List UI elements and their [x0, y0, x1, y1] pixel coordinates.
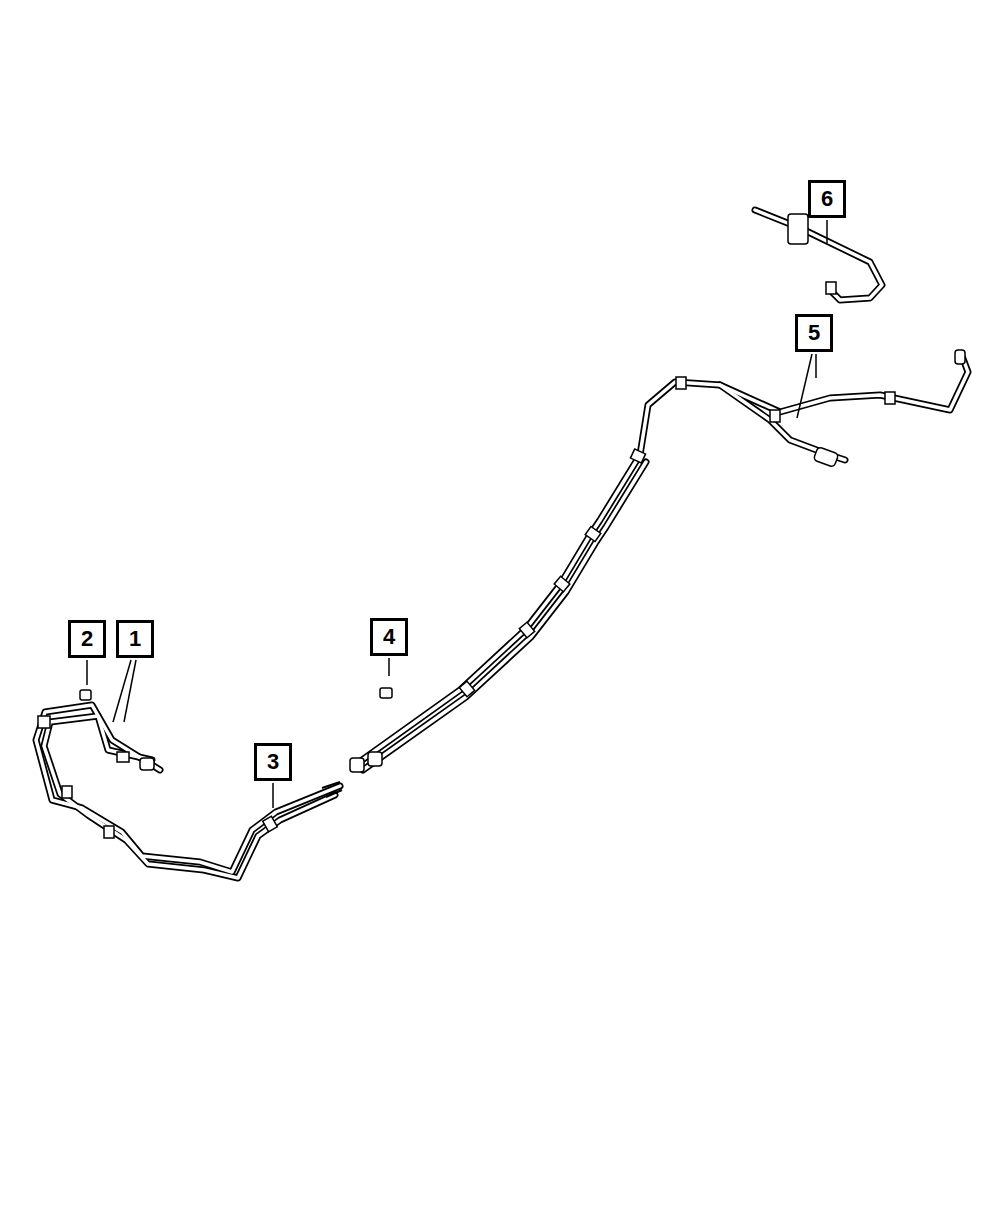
callout-box: 5 [795, 314, 833, 352]
callout-box: 3 [254, 743, 292, 781]
callout-box: 4 [370, 618, 408, 656]
callout-number: 2 [81, 628, 93, 650]
callout-number: 5 [808, 322, 820, 344]
callout-number: 3 [267, 751, 279, 773]
callout-number: 4 [383, 626, 395, 648]
callout-box: 2 [68, 620, 106, 658]
callout-box: 1 [116, 620, 154, 658]
callout-number: 1 [129, 628, 141, 650]
callout-box: 6 [808, 180, 846, 218]
callout-number: 6 [821, 188, 833, 210]
